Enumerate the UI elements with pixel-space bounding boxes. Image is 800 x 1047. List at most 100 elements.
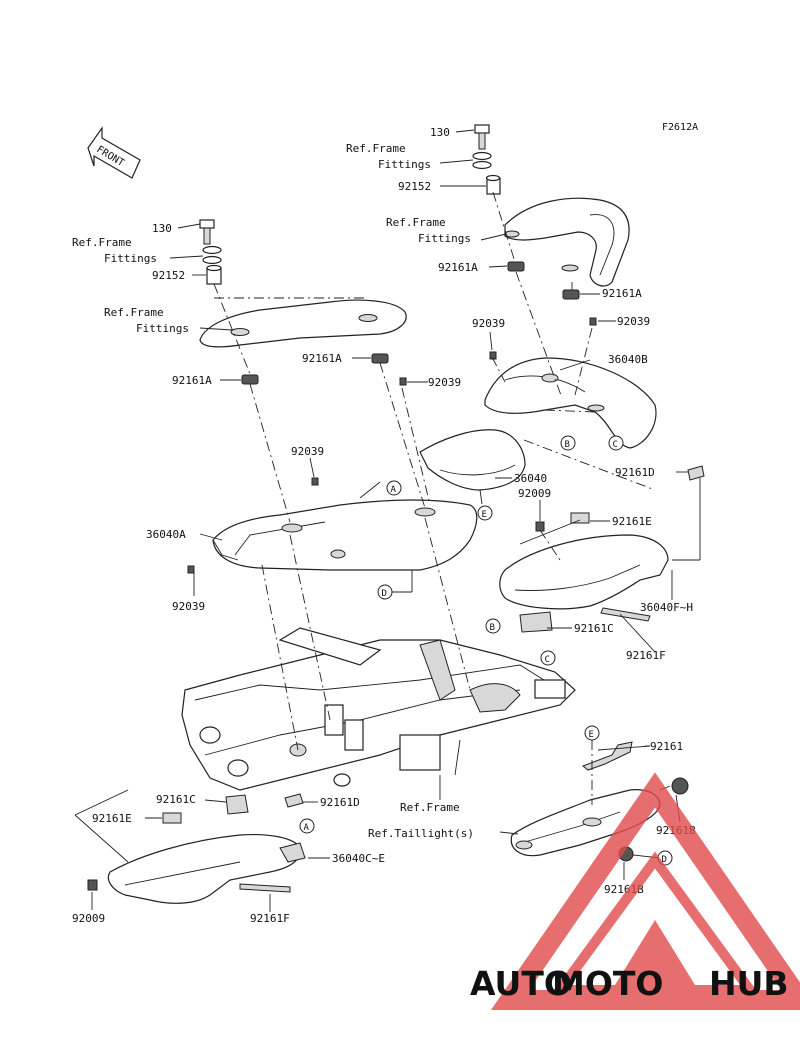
front-arrow-icon: FRONT — [87, 126, 141, 179]
label-92161E-left: 92161E — [92, 812, 132, 825]
washer-right — [472, 151, 492, 170]
label-36040: 36040 — [514, 472, 547, 485]
ref-circle-e1: E — [477, 505, 493, 521]
label-92161C-left: 92161C — [156, 793, 196, 806]
pad-92161C-right — [519, 611, 553, 633]
label-ref-frame-3: Ref.Frame — [72, 236, 132, 249]
damper-92161A-right-2 — [562, 289, 580, 300]
label-36040A: 36040A — [146, 528, 186, 541]
strip-92161F-left — [239, 883, 291, 893]
label-92039-mid: 92039 — [428, 376, 461, 389]
watermark-auto: AUTO — [470, 964, 572, 1003]
rear-frame — [181, 627, 576, 791]
ref-circle-c2-label: C — [545, 655, 550, 665]
label-36040C-E: 36040C~E — [332, 852, 385, 865]
ref-circle-e2: E — [584, 725, 600, 741]
leader-lines — [74, 129, 701, 912]
screw-92009-left — [87, 879, 98, 891]
screw-92039-e — [187, 565, 195, 574]
ref-circle-a2-label: A — [304, 823, 310, 833]
cover-36040B — [484, 357, 657, 449]
bolt-130-right — [474, 124, 490, 150]
automotohub-logo-icon — [490, 772, 800, 1010]
strip-92161F-right — [600, 607, 651, 622]
figure-code: F2612A — [662, 122, 698, 133]
screw-92009-right — [535, 521, 545, 532]
damper-92161A-left-2 — [241, 374, 259, 385]
pad-92161D-right — [687, 465, 705, 481]
assembly-dashed-lines — [213, 191, 656, 805]
label-ref-frame-4: Ref.Frame — [104, 306, 164, 319]
watermark-hub: HUB — [709, 964, 789, 1003]
label-130-right: 130 — [430, 126, 450, 139]
pad-92161C-left — [225, 794, 249, 815]
label-92161D-right: 92161D — [615, 466, 655, 479]
damper-92161B-1 — [671, 777, 689, 795]
label-92161: 92161 — [650, 740, 683, 753]
label-92039-r1: 92039 — [472, 317, 505, 330]
grab-rail-right — [504, 197, 630, 287]
ref-circle-a1-label: A — [391, 485, 397, 495]
label-fittings-2: Fittings — [418, 232, 471, 245]
label-92152-right: 92152 — [398, 180, 431, 193]
label-92161F-left: 92161F — [250, 912, 290, 925]
screw-92039-c — [399, 377, 407, 386]
ref-circle-c1-label: C — [613, 440, 618, 450]
label-36040B: 36040B — [608, 353, 648, 366]
seat-cowl-36040A — [212, 499, 478, 571]
pad-92161E-left — [162, 812, 182, 824]
label-fittings-4: Fittings — [136, 322, 189, 335]
label-92161A-l1: 92161A — [302, 352, 342, 365]
label-92161A-r1: 92161A — [438, 261, 478, 274]
screw-92039-b — [589, 317, 597, 326]
part-labels: 130 Ref.Frame Fittings 92152 Ref.Frame F… — [72, 126, 696, 925]
collar-92152-right — [485, 174, 501, 195]
label-92161C-right: 92161C — [574, 622, 614, 635]
grab-rail-left — [199, 299, 407, 348]
ref-circle-c1: C — [608, 435, 624, 451]
label-92161D-left: 92161D — [320, 796, 360, 809]
label-fittings-3: Fittings — [104, 252, 157, 265]
washer-left — [202, 245, 222, 265]
damper-92161A-left-1 — [371, 353, 389, 364]
ref-circle-b2-label: B — [490, 623, 495, 633]
ref-circle-a1: A — [386, 480, 402, 496]
ref-circle-e1-label: E — [482, 510, 487, 520]
label-36040F-H: 36040F~H — [640, 601, 693, 614]
label-92039-r2: 92039 — [617, 315, 650, 328]
label-ref-taillight: Ref.Taillight(s) — [368, 827, 474, 840]
ref-circle-d1: D — [377, 584, 393, 600]
ref-circle-e2-label: E — [589, 730, 594, 740]
label-fittings-1: Fittings — [378, 158, 431, 171]
label-92039-bottom: 92039 — [172, 600, 205, 613]
label-92161F-right: 92161F — [626, 649, 666, 662]
ref-circle-d1-label: D — [382, 589, 387, 599]
collar-92152-left — [206, 264, 222, 285]
label-92009-left: 92009 — [72, 912, 105, 925]
pad-92161D-left — [284, 793, 304, 808]
ref-circle-b1-label: B — [565, 440, 570, 450]
label-92039-left: 92039 — [291, 445, 324, 458]
screw-92039-d — [311, 477, 319, 486]
label-ref-frame-5: Ref.Frame — [400, 801, 460, 814]
taillight-bracket — [510, 789, 661, 857]
ref-circle-b1: B — [560, 435, 576, 451]
watermark-text: AUTO MOTO HUB — [470, 964, 789, 1003]
side-cover-36040F-H — [499, 534, 669, 610]
label-92152-left: 92152 — [152, 269, 185, 282]
watermark-moto: MOTO — [552, 964, 663, 1003]
label-92009-right: 92009 — [518, 487, 551, 500]
ref-circle-a2: A — [299, 818, 315, 834]
strap-92161 — [582, 741, 633, 771]
cover-36040 — [419, 429, 526, 491]
bolt-130-left — [199, 219, 215, 245]
label-ref-frame-1: Ref.Frame — [346, 142, 406, 155]
label-92161E-right: 92161E — [612, 515, 652, 528]
side-cover-36040C-E — [107, 833, 306, 904]
ref-circle-c2: C — [540, 650, 556, 666]
label-92161A-l2: 92161A — [172, 374, 212, 387]
damper-92161A-right-1 — [507, 261, 525, 272]
ref-circle-d2-label: D — [662, 855, 667, 865]
pad-92161E-right — [570, 512, 590, 524]
